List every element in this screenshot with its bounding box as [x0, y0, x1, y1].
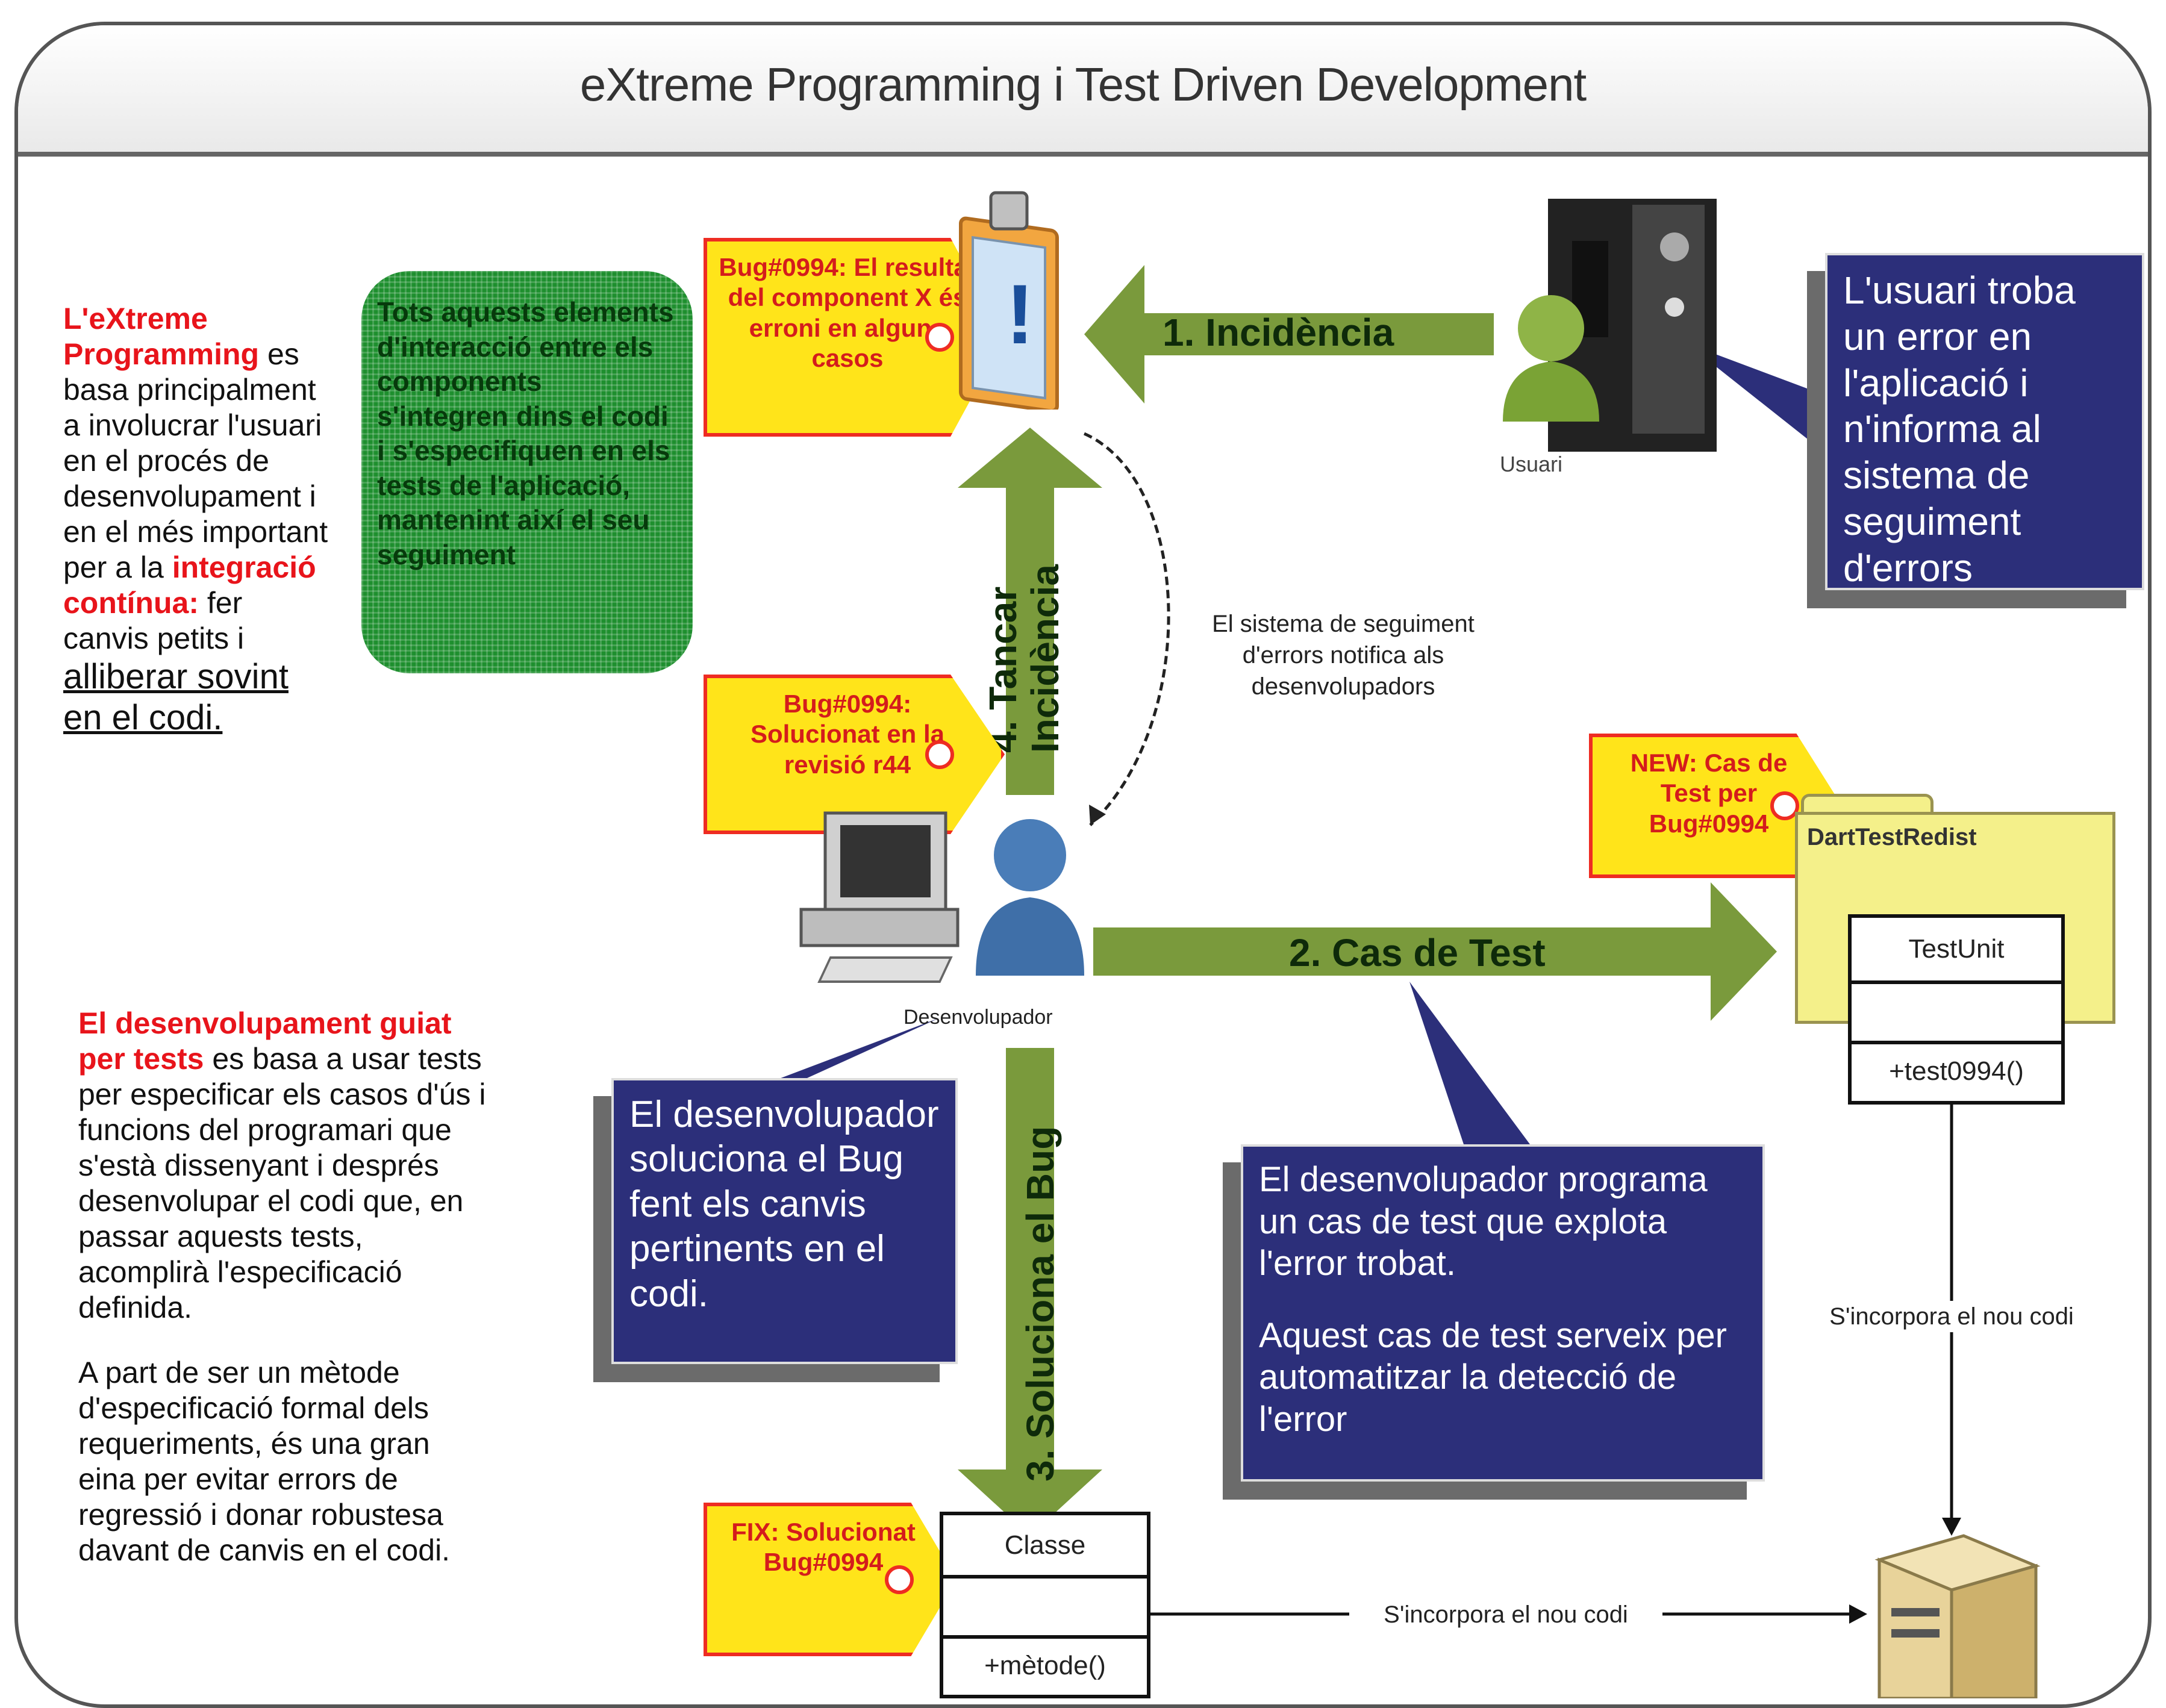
user-callout-pointer	[1687, 343, 1831, 458]
tag-fix: FIX: Solucionat Bug#0994	[704, 1503, 957, 1656]
tdd-term: El desenvolupament guiat per tests	[78, 1006, 452, 1076]
uml-test-attributes	[1852, 984, 2061, 1044]
test-folder-label: DartTestRedist	[1807, 824, 1977, 850]
dev-test-callout-pointer	[1409, 982, 1530, 1144]
xp-text-2: fer canvis petits i	[63, 586, 245, 655]
uml-test-method: +test0994()	[1889, 1056, 2024, 1086]
label-incidencia: 1. Incidència	[1163, 311, 1394, 354]
label-cas-de-test: 2. Cas de Test	[1289, 931, 1546, 974]
tag-hole-icon	[1770, 791, 1799, 820]
callout-dev-test: El desenvolupador programa un cas de tes…	[1241, 1144, 1765, 1482]
diagram-title: eXtreme Programming i Test Driven Develo…	[579, 58, 1587, 111]
xp-description: L'eXtreme Programming es basa principalm…	[63, 301, 328, 739]
callout-user: L'usuari troba un error en l'aplicació i…	[1825, 253, 2144, 590]
notification-note: El sistema de seguiment d'errors notific…	[1212, 611, 1475, 700]
uml-class: Classe +mètode()	[940, 1512, 1150, 1698]
uml-class-attributes	[943, 1579, 1147, 1639]
developer-actor-icon	[799, 811, 1084, 983]
uml-class-name: Classe	[943, 1515, 1147, 1579]
arrow-tancar	[958, 428, 1102, 795]
xp-term: L'eXtreme Programming	[63, 302, 260, 371]
tag-new-test-text: NEW: Cas de Test per Bug#0994	[1630, 749, 1788, 838]
notification-curve	[1083, 432, 1170, 826]
arrow-cas-de-test	[1093, 882, 1777, 1021]
tdd-text: es basa a usar tests per especificar els…	[78, 1042, 486, 1324]
uml-test-name: TestUnit	[1852, 918, 2061, 984]
tag-bug-solved-text: Bug#0994: Solucionat en la revisió r44	[750, 690, 945, 779]
dev-fix-callout-pointer	[765, 1018, 940, 1084]
xp-integration-term: integració contínua:	[63, 550, 316, 620]
user-actor-icon	[1503, 199, 1717, 452]
xp-text-1: es basa principalment a involucrar l'usu…	[63, 337, 328, 584]
incorporate-note-bottom: S'incorpora el nou codi	[1349, 1599, 1662, 1630]
developer-actor-label: Desenvolupador	[904, 1006, 1053, 1029]
callout-dev-test-line-1: El desenvolupador programa un cas de tes…	[1259, 1160, 1708, 1283]
tag-fix-text: FIX: Solucionat Bug#0994	[731, 1518, 916, 1577]
tag-hole-icon	[925, 323, 954, 352]
arrow-incidencia	[1084, 265, 1494, 404]
incorporate-note-right: S'incorpora el nou codi	[1795, 1301, 2108, 1332]
tag-new-test: NEW: Cas de Test per Bug#0994	[1589, 734, 1842, 878]
tag-hole-icon	[884, 1565, 914, 1594]
user-actor-label: Usuari	[1500, 452, 1563, 476]
uml-test-class: TestUnit +test0994()	[1848, 914, 2065, 1105]
tdd-description: El desenvolupament guiat per tests es ba…	[78, 1006, 500, 1326]
arrow-soluciona	[958, 1048, 1102, 1536]
green-info-box: Tots aquests elements d'interacció entre…	[361, 271, 693, 673]
label-tancar: 4. Tancar Incidència	[981, 564, 1067, 753]
tag-bug-solved: Bug#0994: Solucionat en la revisió r44	[704, 675, 1005, 834]
svg-text:!: !	[1006, 267, 1034, 361]
clipboard-icon: !	[959, 191, 1059, 410]
callout-dev-test-line-2: Aquest cas de test serveix per automatit…	[1259, 1315, 1727, 1439]
label-soluciona: 3. Soluciona el Bug	[1019, 1126, 1062, 1482]
tdd-description-2: A part de ser un mètode d'especificació …	[78, 1356, 451, 1567]
tag-bug-report-text: Bug#0994: El resultat del component X és…	[719, 253, 976, 373]
tag-hole-icon	[925, 740, 954, 769]
server-icon	[1874, 1534, 2041, 1698]
xp-underlined-text: alliberar sovint en el codi.	[63, 657, 289, 738]
title-bar	[18, 25, 2148, 157]
uml-class-method: +mètode()	[984, 1651, 1106, 1680]
callout-dev-fix: El desenvolupador soluciona el Bug fent …	[611, 1078, 958, 1364]
